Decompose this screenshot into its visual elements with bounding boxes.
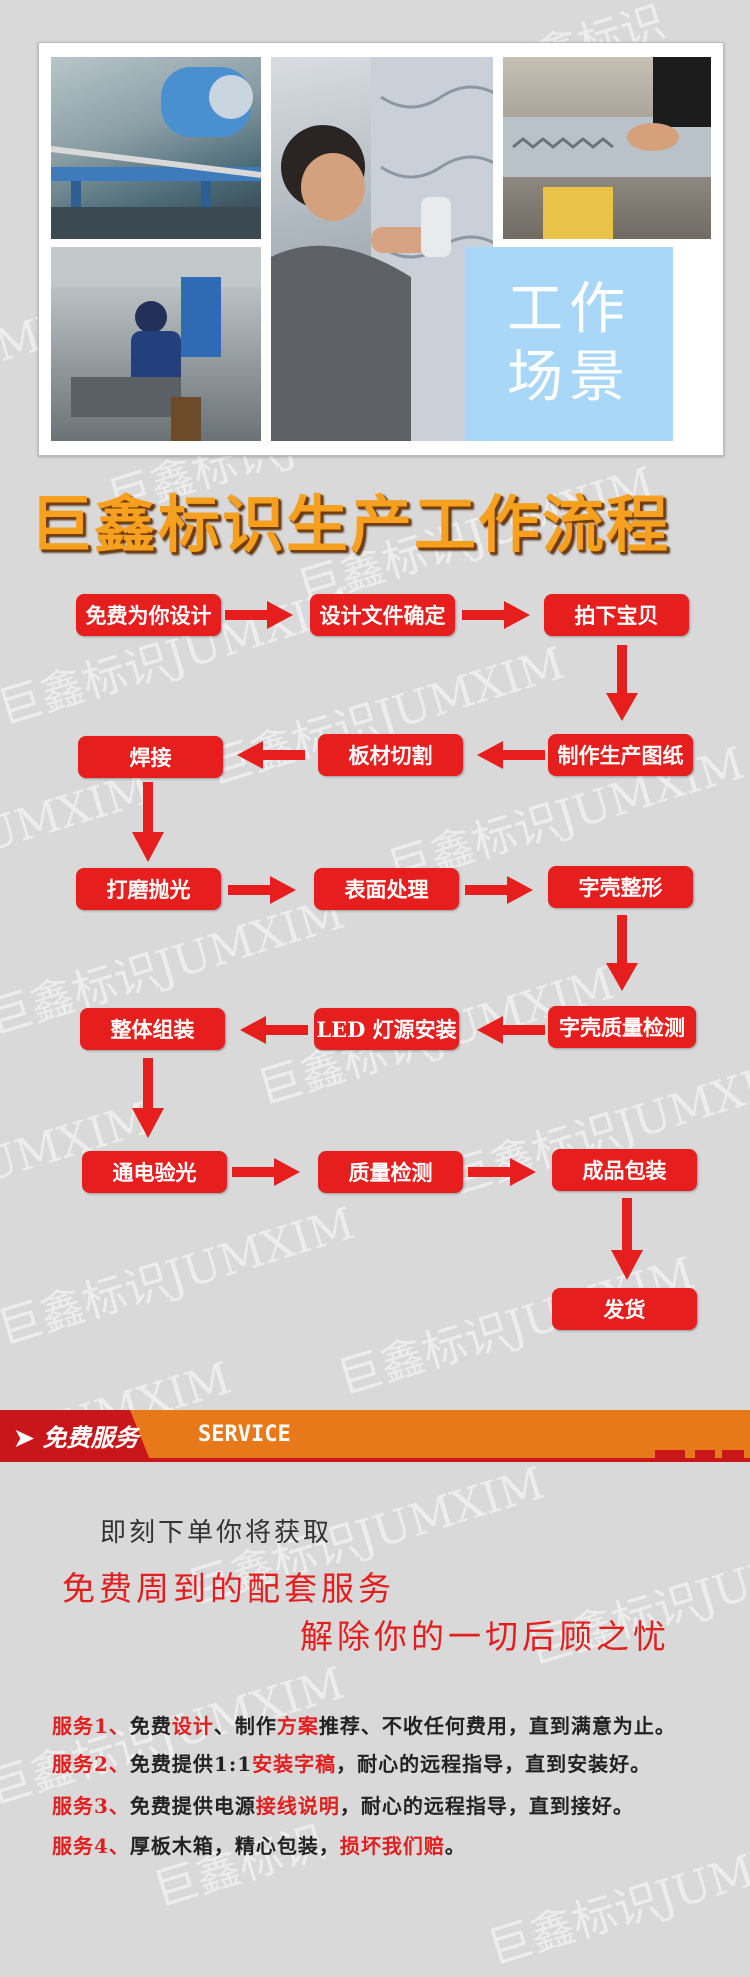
arrow-down-icon bbox=[132, 1058, 164, 1138]
step-free-design: 免费为你设计 bbox=[76, 594, 221, 636]
step-assembly: 整体组装 bbox=[80, 1008, 225, 1050]
photo-hands-at-work-illustration bbox=[503, 57, 711, 239]
watermark: 巨鑫标识 bbox=[147, 1816, 331, 1917]
step-led-installation: LED 灯源安装 bbox=[314, 1008, 459, 1050]
step-power-test: 通电验光 bbox=[82, 1151, 227, 1193]
step-shell-shaping: 字壳整形 bbox=[548, 866, 693, 908]
arrow-left-icon bbox=[477, 741, 545, 769]
arrow-right-icon bbox=[465, 876, 533, 904]
arrow-left-icon bbox=[240, 1016, 308, 1044]
arrow-left-icon bbox=[477, 1016, 545, 1044]
step-welding: 焊接 bbox=[78, 736, 223, 778]
service-item-1: 服务1、免费设计、制作方案推荐、不收任何费用，直到满意为止。 bbox=[52, 1714, 676, 1738]
service-slogan-1: 免费周到的配套服务 bbox=[62, 1569, 395, 1608]
arrow-right-icon bbox=[232, 1158, 300, 1186]
process-arrows bbox=[132, 601, 643, 1280]
step-confirm-design: 设计文件确定 bbox=[310, 594, 455, 636]
arrow-down-icon bbox=[132, 782, 164, 862]
page-title: 巨鑫标识生产工作流程 bbox=[30, 488, 671, 561]
service-banner: ➤ 免费服务 SERVICE bbox=[0, 1410, 750, 1462]
arrow-down-icon bbox=[611, 1198, 643, 1280]
step-sheet-cutting: 板材切割 bbox=[318, 734, 463, 776]
work-scene-gallery: 工作 场景 bbox=[38, 42, 724, 456]
service-slogan-2: 解除你的一切后顾之忧 bbox=[300, 1617, 670, 1656]
scene-label-line2: 场景 bbox=[507, 345, 631, 410]
step-place-order: 拍下宝贝 bbox=[544, 594, 689, 636]
step-packaging: 成品包装 bbox=[552, 1149, 697, 1191]
arrow-right-icon bbox=[225, 601, 293, 629]
service-item-2: 服务2、免费提供1:1安装字稿，耐心的远程指导，直到安装好。 bbox=[52, 1752, 652, 1776]
photo-cutting-machine-illustration bbox=[51, 67, 261, 239]
service-intro: 即刻下单你将获取 bbox=[100, 1518, 333, 1548]
photo-cutting-machine bbox=[51, 57, 261, 239]
photo-welding-illustration bbox=[51, 247, 261, 441]
step-surface-treatment: 表面处理 bbox=[314, 868, 459, 910]
arrow-right-icon bbox=[228, 876, 296, 904]
scene-label-line1: 工作 bbox=[507, 277, 631, 342]
step-quality-check: 质量检测 bbox=[318, 1151, 463, 1193]
service-item-3: 服务3、免费提供电源接线说明，耐心的远程指导，直到接好。 bbox=[52, 1794, 634, 1818]
photo-welding bbox=[51, 247, 261, 441]
service-item-4: 服务4、厚板木箱，精心包装，损坏我们赔。 bbox=[52, 1834, 466, 1858]
step-production-drawing: 制作生产图纸 bbox=[548, 734, 693, 776]
step-shell-quality-check: 字壳质量检测 bbox=[548, 1006, 696, 1048]
arrow-right-icon bbox=[468, 1158, 536, 1186]
work-scene-label: 工作 场景 bbox=[465, 247, 673, 441]
arrow-down-icon bbox=[606, 645, 638, 721]
step-shipping: 发货 bbox=[552, 1288, 697, 1330]
arrow-right-icon bbox=[462, 601, 530, 629]
service-banner-en: SERVICE bbox=[198, 1422, 291, 1447]
play-arrow-icon: ➤ bbox=[14, 1423, 35, 1452]
photo-hands-at-work bbox=[503, 57, 711, 239]
step-grinding-polishing: 打磨抛光 bbox=[76, 868, 221, 910]
watermark: 巨鑫标识JUMXIM bbox=[481, 1817, 750, 1975]
arrow-down-icon bbox=[606, 915, 638, 991]
arrow-left-icon bbox=[237, 741, 305, 769]
service-banner-label: ➤ 免费服务 bbox=[14, 1423, 139, 1452]
